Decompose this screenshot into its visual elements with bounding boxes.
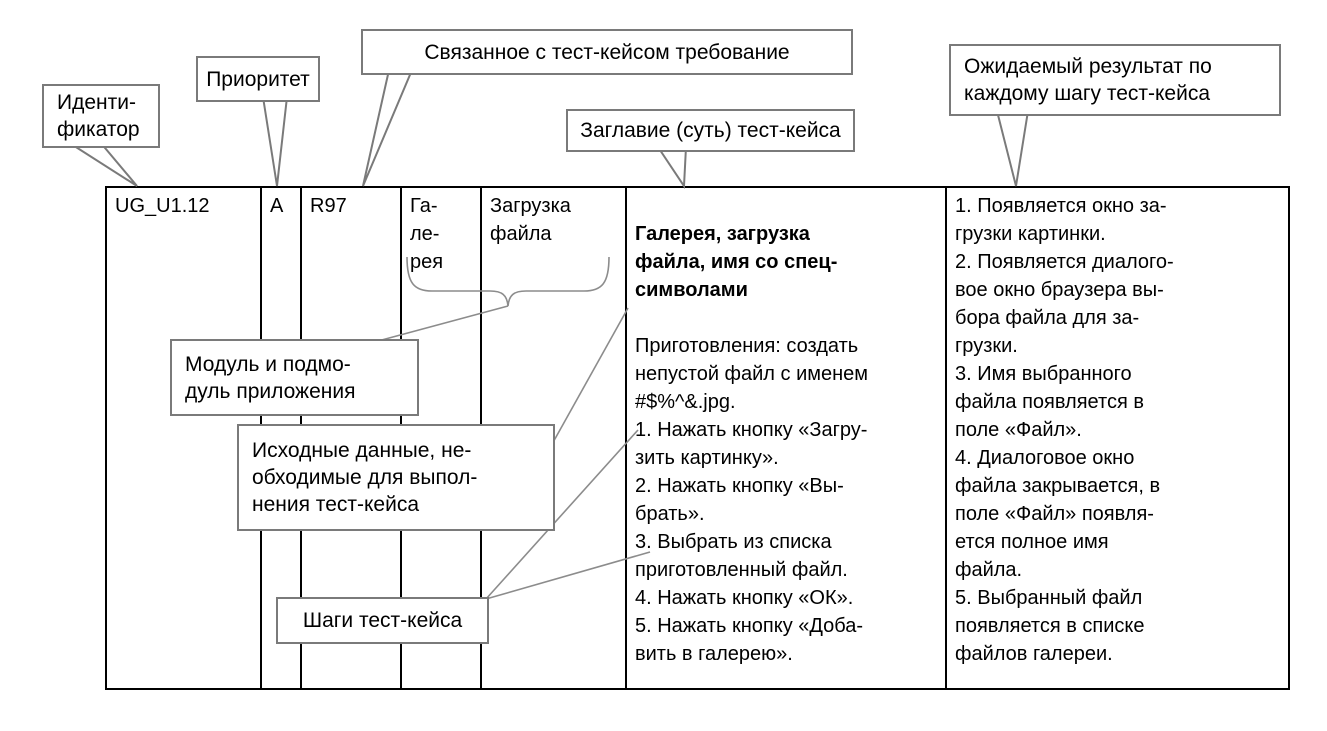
test-case-title: Галерея, загрузка файла, имя со спец- си… <box>635 223 838 301</box>
test-case-body: Приготовления: создать непустой файл с и… <box>635 335 869 665</box>
requirement-callout-tail <box>362 69 414 187</box>
callout-requirement: Связанное с тест-кейсом требование <box>361 29 853 75</box>
cell-expected-results: 1. Появляется окно за- грузки картинки. … <box>955 195 1174 665</box>
callout-module-submodule: Модуль и подмо- дуль приложения <box>170 339 419 416</box>
callout-case-title: Заглавие (суть) тест-кейса <box>566 109 855 152</box>
priority-callout-tail <box>261 96 289 187</box>
callout-input-data: Исходные данные, не- обходимые для выпол… <box>237 424 555 531</box>
expected-result-callout-tail <box>995 110 1030 187</box>
case-title-callout-tail <box>656 146 688 190</box>
callout-identifier: Иденти- фикатор <box>42 84 160 148</box>
identifier-callout-tail <box>64 141 138 187</box>
cell-test-case: Галерея, загрузка файла, имя со спец- си… <box>627 188 947 688</box>
callout-priority: Приоритет <box>196 56 320 102</box>
callout-steps: Шаги тест-кейса <box>276 597 489 644</box>
callout-expected-result: Ожидаемый результат по каждому шагу тест… <box>949 44 1281 116</box>
